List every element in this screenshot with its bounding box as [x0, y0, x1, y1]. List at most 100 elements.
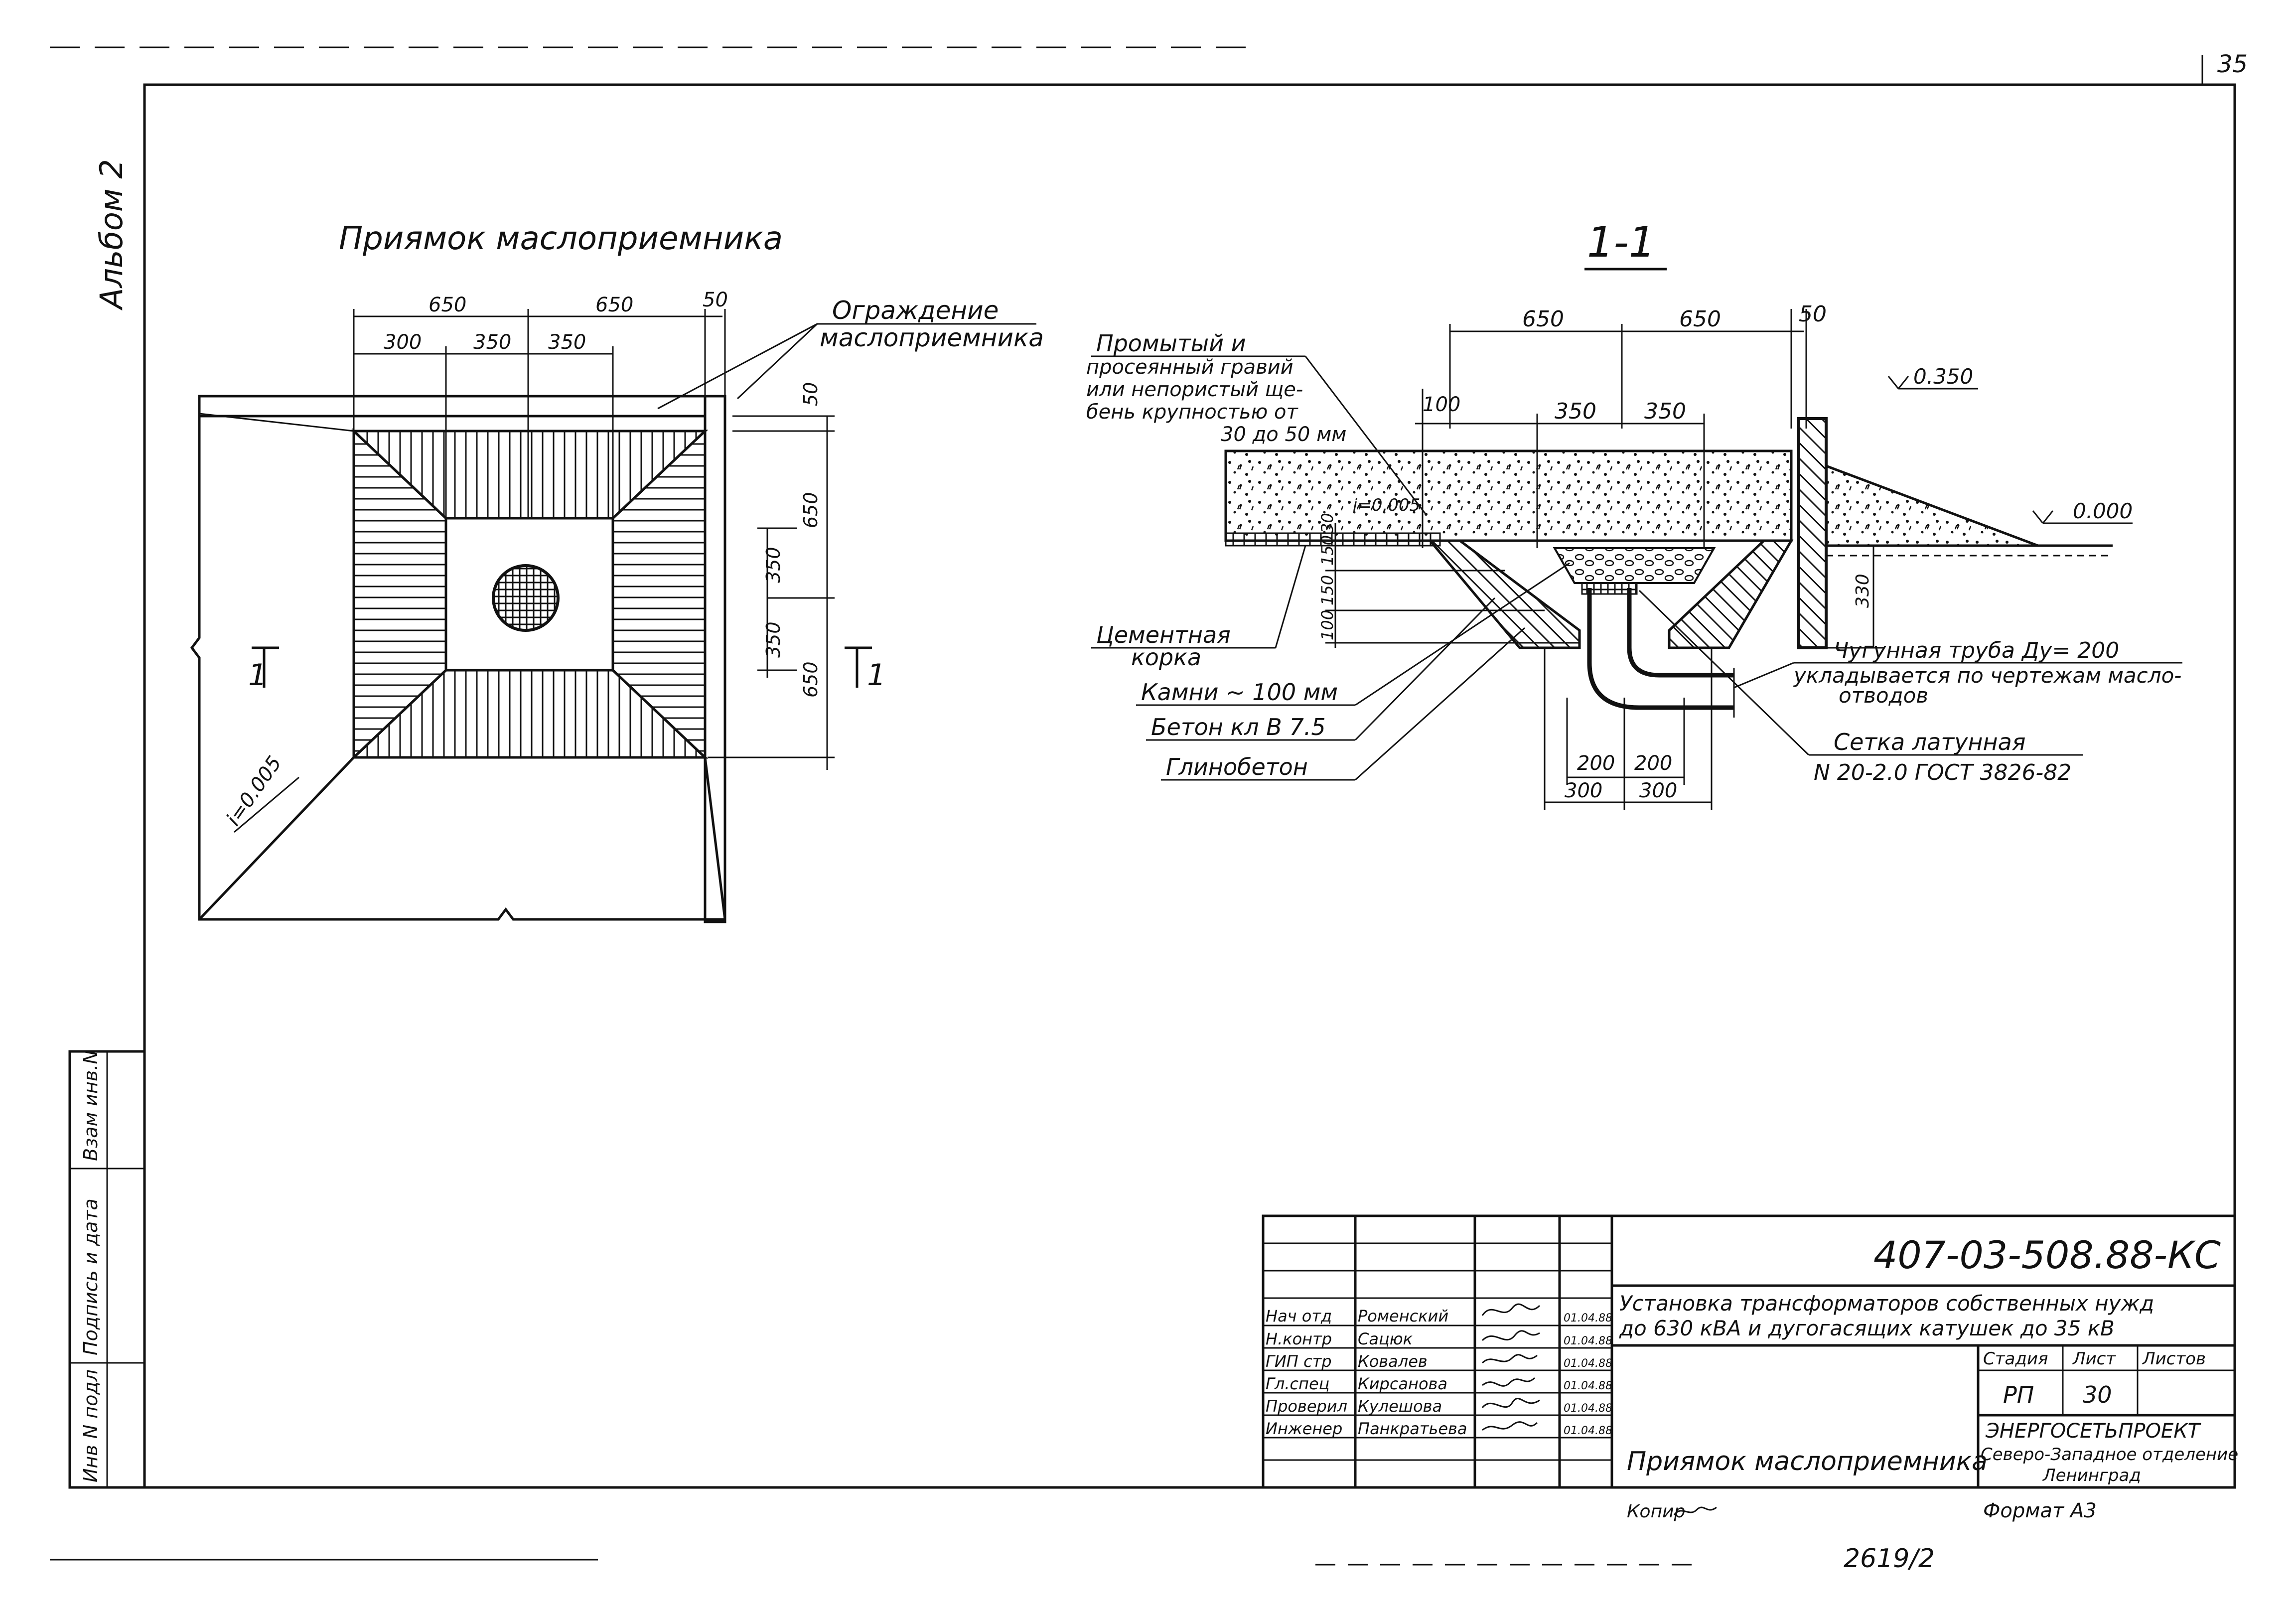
plan-view: Приямок маслоприемника Ограждение маслоп… [190, 220, 1044, 923]
date-2: 01.04.88 [1564, 1335, 1612, 1347]
plan-slope-label: i=0.005 [222, 752, 287, 830]
callout-pipe-3: отводов [1839, 683, 1928, 708]
footer-number: 2619/2 [1844, 1544, 1935, 1574]
plan-dim-inner-3: 350 [548, 331, 586, 354]
sheet-frame [143, 83, 2236, 1489]
sheet-title: Приямок маслоприемника [1627, 1447, 1988, 1476]
date-1: 01.04.88 [1564, 1312, 1612, 1325]
enclosure-label-2: маслоприемника [820, 323, 1044, 352]
signature-mark-2 [1481, 1330, 1540, 1341]
page-number: 35 [2217, 50, 2248, 78]
enclosure-wall-top [198, 395, 707, 418]
signature-mark-5 [1481, 1398, 1540, 1409]
section-dim-left-1: 30 [1318, 513, 1337, 533]
plan-dim-right-4: 350 [762, 621, 784, 658]
name-6: Панкратьева [1358, 1419, 1467, 1438]
callout-gravel-4: бень крупностью от [1086, 401, 1298, 424]
copied-label: Копир [1627, 1501, 1685, 1522]
callout-gravel-1: Промытый и [1096, 330, 1246, 357]
callout-cement-1: Цементная [1096, 621, 1231, 648]
section-marker-right: 1 [867, 658, 886, 693]
side-stamp: Взам инв.N Подпись и дата Инв N подл [68, 1050, 146, 1489]
plan-dim-right-3: 350 [762, 547, 784, 583]
section-dim-bottom-inner-1: 200 [1577, 752, 1615, 775]
embankment [1825, 464, 2038, 547]
plan-dim-inner-1: 300 [384, 331, 422, 354]
callout-pipe-1: Чугунная труба Ду= 200 [1834, 638, 2119, 663]
date-6: 01.04.88 [1564, 1425, 1612, 1437]
pit-slope-right [1668, 539, 1794, 649]
section-dim-top-3: 50 [1799, 301, 1827, 327]
section-title: 1-1 [1587, 218, 1655, 267]
section-view: 1-1 650 650 50 100 350 350 [1086, 218, 2182, 810]
role-6: Инженер [1266, 1419, 1342, 1438]
sheet-value: 30 [2083, 1381, 2112, 1408]
gravel-layer [1224, 449, 1793, 542]
plan-dim-right-5: 650 [800, 661, 822, 698]
callout-gravel-5: 30 до 50 мм [1221, 423, 1346, 446]
stage-header: Стадия [1983, 1349, 2048, 1369]
org-branch: Северо-Западное отделение [1981, 1445, 2238, 1465]
org-city: Ленинград [2042, 1466, 2141, 1485]
role-1: Нач отд [1266, 1307, 1332, 1325]
date-5: 01.04.88 [1564, 1402, 1612, 1415]
callout-gravel-2: просеянный гравий [1086, 356, 1293, 379]
name-1: Роменский [1358, 1307, 1448, 1325]
side-stamp-field-1: Взам инв.N [80, 1050, 102, 1161]
sheets-header: Листов [2142, 1349, 2206, 1369]
section-dim-inner-3: 350 [1644, 399, 1686, 424]
name-4: Кирсанова [1358, 1374, 1447, 1393]
section-dim-left-2: 150 [1318, 535, 1337, 566]
signature-mark-6 [1482, 1421, 1538, 1431]
plan-dim-top-2: 650 [595, 294, 633, 316]
sheet-header: Лист [2072, 1349, 2116, 1369]
plan-dim-top-3: 50 [703, 289, 728, 311]
enclosure-wall-section [1797, 417, 1828, 649]
callout-concrete: Бетон кл В 7.5 [1151, 714, 1326, 740]
section-dim-bottom-outer-2: 300 [1639, 779, 1677, 802]
role-2: Н.контр [1266, 1329, 1332, 1348]
section-dim-top-1: 650 [1522, 306, 1564, 332]
plan-dim-right-2: 650 [800, 492, 822, 528]
brass-mesh [1581, 582, 1638, 595]
format-label: Формат А3 [1983, 1499, 2097, 1522]
plan-dim-inner-2: 350 [473, 331, 511, 354]
date-3: 01.04.88 [1564, 1357, 1612, 1370]
signature-mark-3 [1481, 1354, 1538, 1364]
section-dim-left-4: 100 [1318, 610, 1337, 640]
section-dim-bottom-inner-2: 200 [1634, 752, 1672, 775]
callout-gravel-3: или непористый ще- [1086, 378, 1303, 401]
role-3: ГИП стр [1266, 1352, 1332, 1371]
project-title-1: Установка трансформаторов собственных ну… [1619, 1291, 2154, 1316]
plan-title: Приямок маслоприемника [339, 220, 783, 257]
drain-pipe-outer [1587, 588, 1734, 710]
org-name: ЭНЕРГОСЕТЬПРОЕКТ [1985, 1420, 2202, 1443]
copied-signature-mark [1673, 1506, 1717, 1515]
pit-bottom [444, 517, 614, 672]
section-dim-right: 330 [1853, 574, 1873, 608]
stage-value: РП [2003, 1381, 2034, 1408]
name-2: Сацюк [1358, 1329, 1413, 1348]
date-4: 01.04.88 [1564, 1380, 1612, 1392]
callout-mesh-2: N 20-2.0 ГОСТ 3826-82 [1814, 760, 2071, 785]
stones-layer [1553, 547, 1716, 584]
title-block: 407-03-508.88-КС Установка трансформатор… [1262, 1214, 2238, 1489]
name-5: Кулешова [1358, 1397, 1442, 1416]
section-dim-left-3: 150 [1318, 575, 1337, 605]
callout-clay: Глинобетон [1166, 753, 1308, 780]
album-label: Альбом 2 [93, 159, 130, 311]
doc-code: 407-03-508.88-КС [1873, 1233, 2221, 1277]
level-top: 0.350 [1913, 364, 1973, 389]
section-slope-label: i=0.005 [1353, 495, 1420, 515]
section-arrow-left [252, 646, 279, 688]
callout-mesh-1: Сетка латунная [1834, 729, 2025, 755]
section-dim-inner-2: 350 [1555, 399, 1596, 424]
section-dim-top-2: 650 [1679, 306, 1721, 332]
enclosure-label-1: Ограждение [832, 296, 999, 325]
drain-grate-icon [492, 564, 560, 632]
side-stamp-field-2: Подпись и дата [80, 1198, 102, 1355]
role-4: Гл.спец [1266, 1374, 1329, 1393]
plan-dim-right-1: 50 [800, 382, 822, 406]
name-3: Ковалев [1358, 1352, 1428, 1371]
